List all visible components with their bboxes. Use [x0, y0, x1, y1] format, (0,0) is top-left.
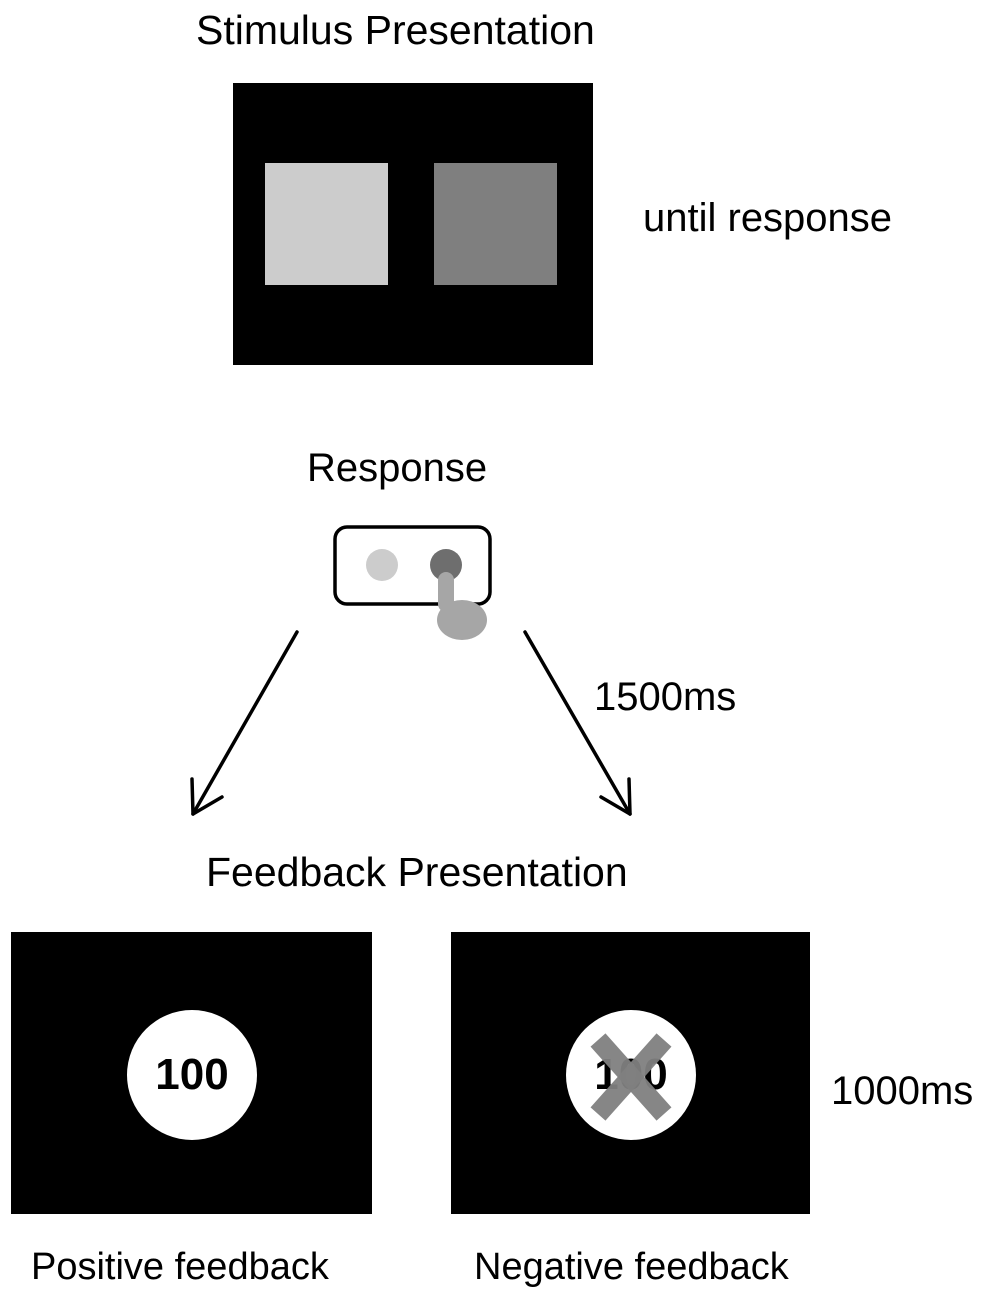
- response-right-button: [430, 549, 462, 581]
- cross-icon: [590, 1033, 672, 1121]
- feedback-duration: 1000ms: [831, 1069, 974, 1113]
- arrow-right: [523, 630, 632, 816]
- arrow-left: [190, 630, 299, 816]
- stimulus-screen: [233, 83, 593, 365]
- positive-coin-value: 100: [155, 1050, 229, 1099]
- stimulus-right-square: [434, 163, 557, 285]
- response-box: [333, 525, 492, 606]
- response-title: Response: [307, 446, 488, 490]
- stimulus-left-square: [265, 163, 388, 285]
- positive-feedback-screen: 100: [11, 932, 372, 1214]
- response-left-button: [366, 549, 398, 581]
- stimulus-title: Stimulus Presentation: [196, 7, 595, 53]
- negative-coin: 100: [566, 1010, 696, 1140]
- positive-feedback-caption: Positive feedback: [31, 1246, 329, 1288]
- stimulus-duration: until response: [643, 196, 893, 240]
- response-delay: 1500ms: [594, 675, 737, 719]
- positive-coin: 100: [127, 1010, 257, 1140]
- finger-icon: [437, 572, 487, 640]
- negative-feedback-screen: 100: [451, 932, 810, 1214]
- feedback-title: Feedback Presentation: [206, 849, 628, 895]
- negative-feedback-caption: Negative feedback: [474, 1246, 789, 1288]
